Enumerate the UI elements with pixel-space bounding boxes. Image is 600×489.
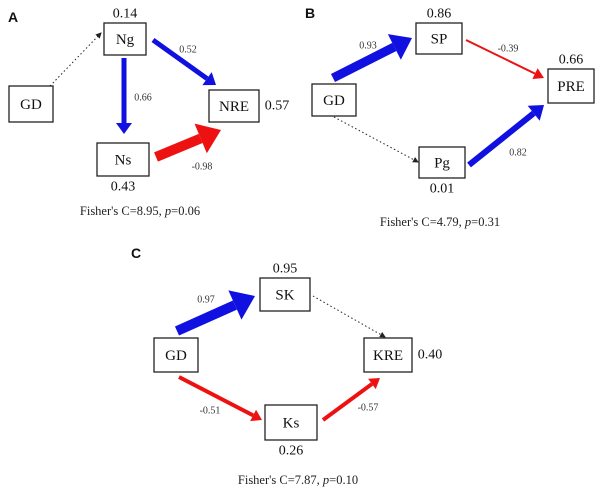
- panel-b-path-gd-to-pg-dotted-arrow: [333, 116, 419, 163]
- panel-c-node-sk-box: [259, 277, 311, 312]
- panel-b-node-pre-label: PRE: [557, 79, 585, 95]
- panel-b-node-pre-box: [547, 68, 595, 104]
- panel-a-path-ns-to-nre-arrow-arrowhead: [194, 123, 221, 154]
- panel-a-path-ng-to-nre-coefficient: 0.52: [179, 45, 197, 56]
- panel-c-path-gd-to-ks-arrow-shaft: [178, 375, 255, 418]
- panel-c-node-sk-r-squared: 0.95: [273, 262, 298, 277]
- panel-b-path-sp-to-pre-coefficient: -0.39: [498, 44, 519, 55]
- fisher-p-label: p: [322, 473, 329, 487]
- panel-b-path-pg-to-pre-arrow-shaft: [467, 110, 536, 168]
- fisher-c-text: Fisher's C=7.87,: [238, 473, 323, 487]
- panel-a-node-ns-r-squared: 0.43: [111, 180, 136, 195]
- panel-c-node-kre-box: [363, 337, 413, 373]
- panel-a-node-nre-box: [208, 89, 260, 123]
- panel-a-label: A: [8, 9, 18, 25]
- panel-b-node-gd-box: [311, 83, 357, 117]
- panel-a-node-ns-box: [96, 142, 150, 177]
- panel-b-path-sp-to-pre-arrow-arrowhead: [532, 68, 544, 80]
- panel-b-path-pg-to-pre-arrow-arrowhead: [527, 105, 544, 121]
- panel-a-path-ng-to-nre-arrow-arrowhead: [202, 72, 216, 86]
- fisher-p-label: p: [464, 215, 471, 229]
- panel-b-node-sp-r-squared: 0.86: [427, 7, 452, 22]
- panel-b-node-pg-r-squared: 0.01: [430, 182, 455, 197]
- fisher-p-label: p: [164, 204, 171, 218]
- panel-c-node-ks-box: [264, 404, 318, 441]
- panel-b-node-sp-label: SP: [431, 32, 448, 48]
- panel-c-path-gd-to-sk-coefficient: 0.97: [197, 295, 215, 306]
- panel-a-path-ng-to-nre-arrow: [151, 37, 216, 86]
- panel-c-path-ks-to-kre-coefficient: -0.57: [358, 403, 379, 414]
- panel-a-node-gd-box: [8, 85, 54, 123]
- panel-a-node-ng-label: Ng: [116, 32, 135, 48]
- panel-c-fisher-statistic: Fisher's C=7.87, p=0.10: [238, 473, 358, 487]
- panel-c-node-sk-label: SK: [275, 288, 294, 304]
- panel-b-node-gd-label: GD: [323, 93, 345, 109]
- panel-c-path-gd-to-ks-arrow: [178, 375, 262, 422]
- panel-c-path-ks-to-kre-arrow-arrowhead: [368, 378, 380, 390]
- panel-c-path-gd-to-sk-arrow-arrowhead: [228, 290, 255, 320]
- panel-c-path-gd-to-sk-arrow: [174, 290, 255, 336]
- panel-a-node-nre-label: NRE: [219, 99, 249, 115]
- panel-a-path-ng-to-ns-arrow-arrowhead: [116, 123, 132, 134]
- panel-c-path-gd-to-ks-arrow-arrowhead: [250, 409, 262, 422]
- panel-b-path-gd-to-sp-arrow-arrowhead: [387, 34, 412, 60]
- fisher-c-text: Fisher's C=8.95,: [80, 204, 165, 218]
- panel-b-node-sp-box: [415, 22, 463, 55]
- panel-c-label: C: [131, 245, 141, 261]
- panel-a-path-ns-to-nre-coefficient: -0.98: [192, 162, 213, 173]
- panel-c-path-ks-to-kre-arrow: [321, 378, 380, 422]
- panel-a-fisher-statistic: Fisher's C=8.95, p=0.06: [80, 204, 200, 218]
- panel-c-node-kre-label: KRE: [373, 348, 403, 364]
- panel-c-node-gd-box: [153, 337, 199, 373]
- panel-b-path-pg-to-pre-arrow: [467, 105, 544, 168]
- panel-a-node-ng-box: [103, 22, 147, 56]
- panel-c-node-kre-r-squared: 0.40: [418, 348, 443, 363]
- panel-a-node-ng-r-squared: 0.14: [113, 7, 138, 22]
- fisher-c-text: Fisher's C=4.79,: [380, 215, 465, 229]
- panel-a-node-gd-label: GD: [20, 97, 42, 113]
- panel-b-path-sp-to-pre-arrow: [465, 39, 544, 80]
- panel-a-path-gd-to-ng-dotted-arrow: [49, 32, 102, 87]
- panel-b-node-pg-label: Pg: [434, 156, 450, 172]
- panel-a-path-ng-to-ns-arrow: [116, 58, 132, 134]
- panel-a-path-ns-to-nre-arrow: [154, 123, 221, 162]
- panel-c-node-gd-label: GD: [165, 348, 187, 364]
- fisher-p-value: =0.10: [329, 473, 358, 487]
- panel-c-node-ks-label: Ks: [283, 416, 300, 432]
- panel-b-path-gd-to-sp-arrow-shaft: [330, 42, 397, 83]
- panel-b-node-pg-box: [418, 146, 466, 179]
- panel-c-path-sk-to-kre-dotted-arrow: [312, 295, 386, 338]
- panel-b-label: B: [305, 5, 315, 21]
- panel-a-path-ng-to-nre-arrow-shaft: [151, 37, 209, 81]
- panel-c-path-ks-to-kre-arrow-shaft: [321, 382, 374, 422]
- panel-a-node-nre-r-squared: 0.57: [265, 99, 290, 114]
- panel-b-path-gd-to-sp-arrow: [330, 34, 412, 83]
- panel-b-node-pre-r-squared: 0.66: [559, 53, 584, 68]
- panel-a-node-ns-label: Ns: [115, 153, 132, 169]
- panel-a-path-ns-to-nre-arrow-shaft: [154, 133, 203, 162]
- panel-b-path-sp-to-pre-arrow-shaft: [465, 39, 536, 75]
- panel-b-fisher-statistic: Fisher's C=4.79, p=0.31: [380, 215, 500, 229]
- panel-c-path-gd-to-ks-coefficient: -0.51: [200, 406, 221, 417]
- panel-b-path-pg-to-pre-coefficient: 0.82: [509, 148, 527, 159]
- panel-c-path-gd-to-sk-arrow-shaft: [174, 300, 237, 336]
- panel-a-path-ng-to-ns-coefficient: 0.66: [134, 93, 152, 104]
- fisher-p-value: =0.06: [171, 204, 200, 218]
- panel-b-path-gd-to-sp-coefficient: 0.93: [359, 41, 377, 52]
- panel-c-node-ks-r-squared: 0.26: [279, 444, 304, 459]
- fisher-p-value: =0.31: [471, 215, 500, 229]
